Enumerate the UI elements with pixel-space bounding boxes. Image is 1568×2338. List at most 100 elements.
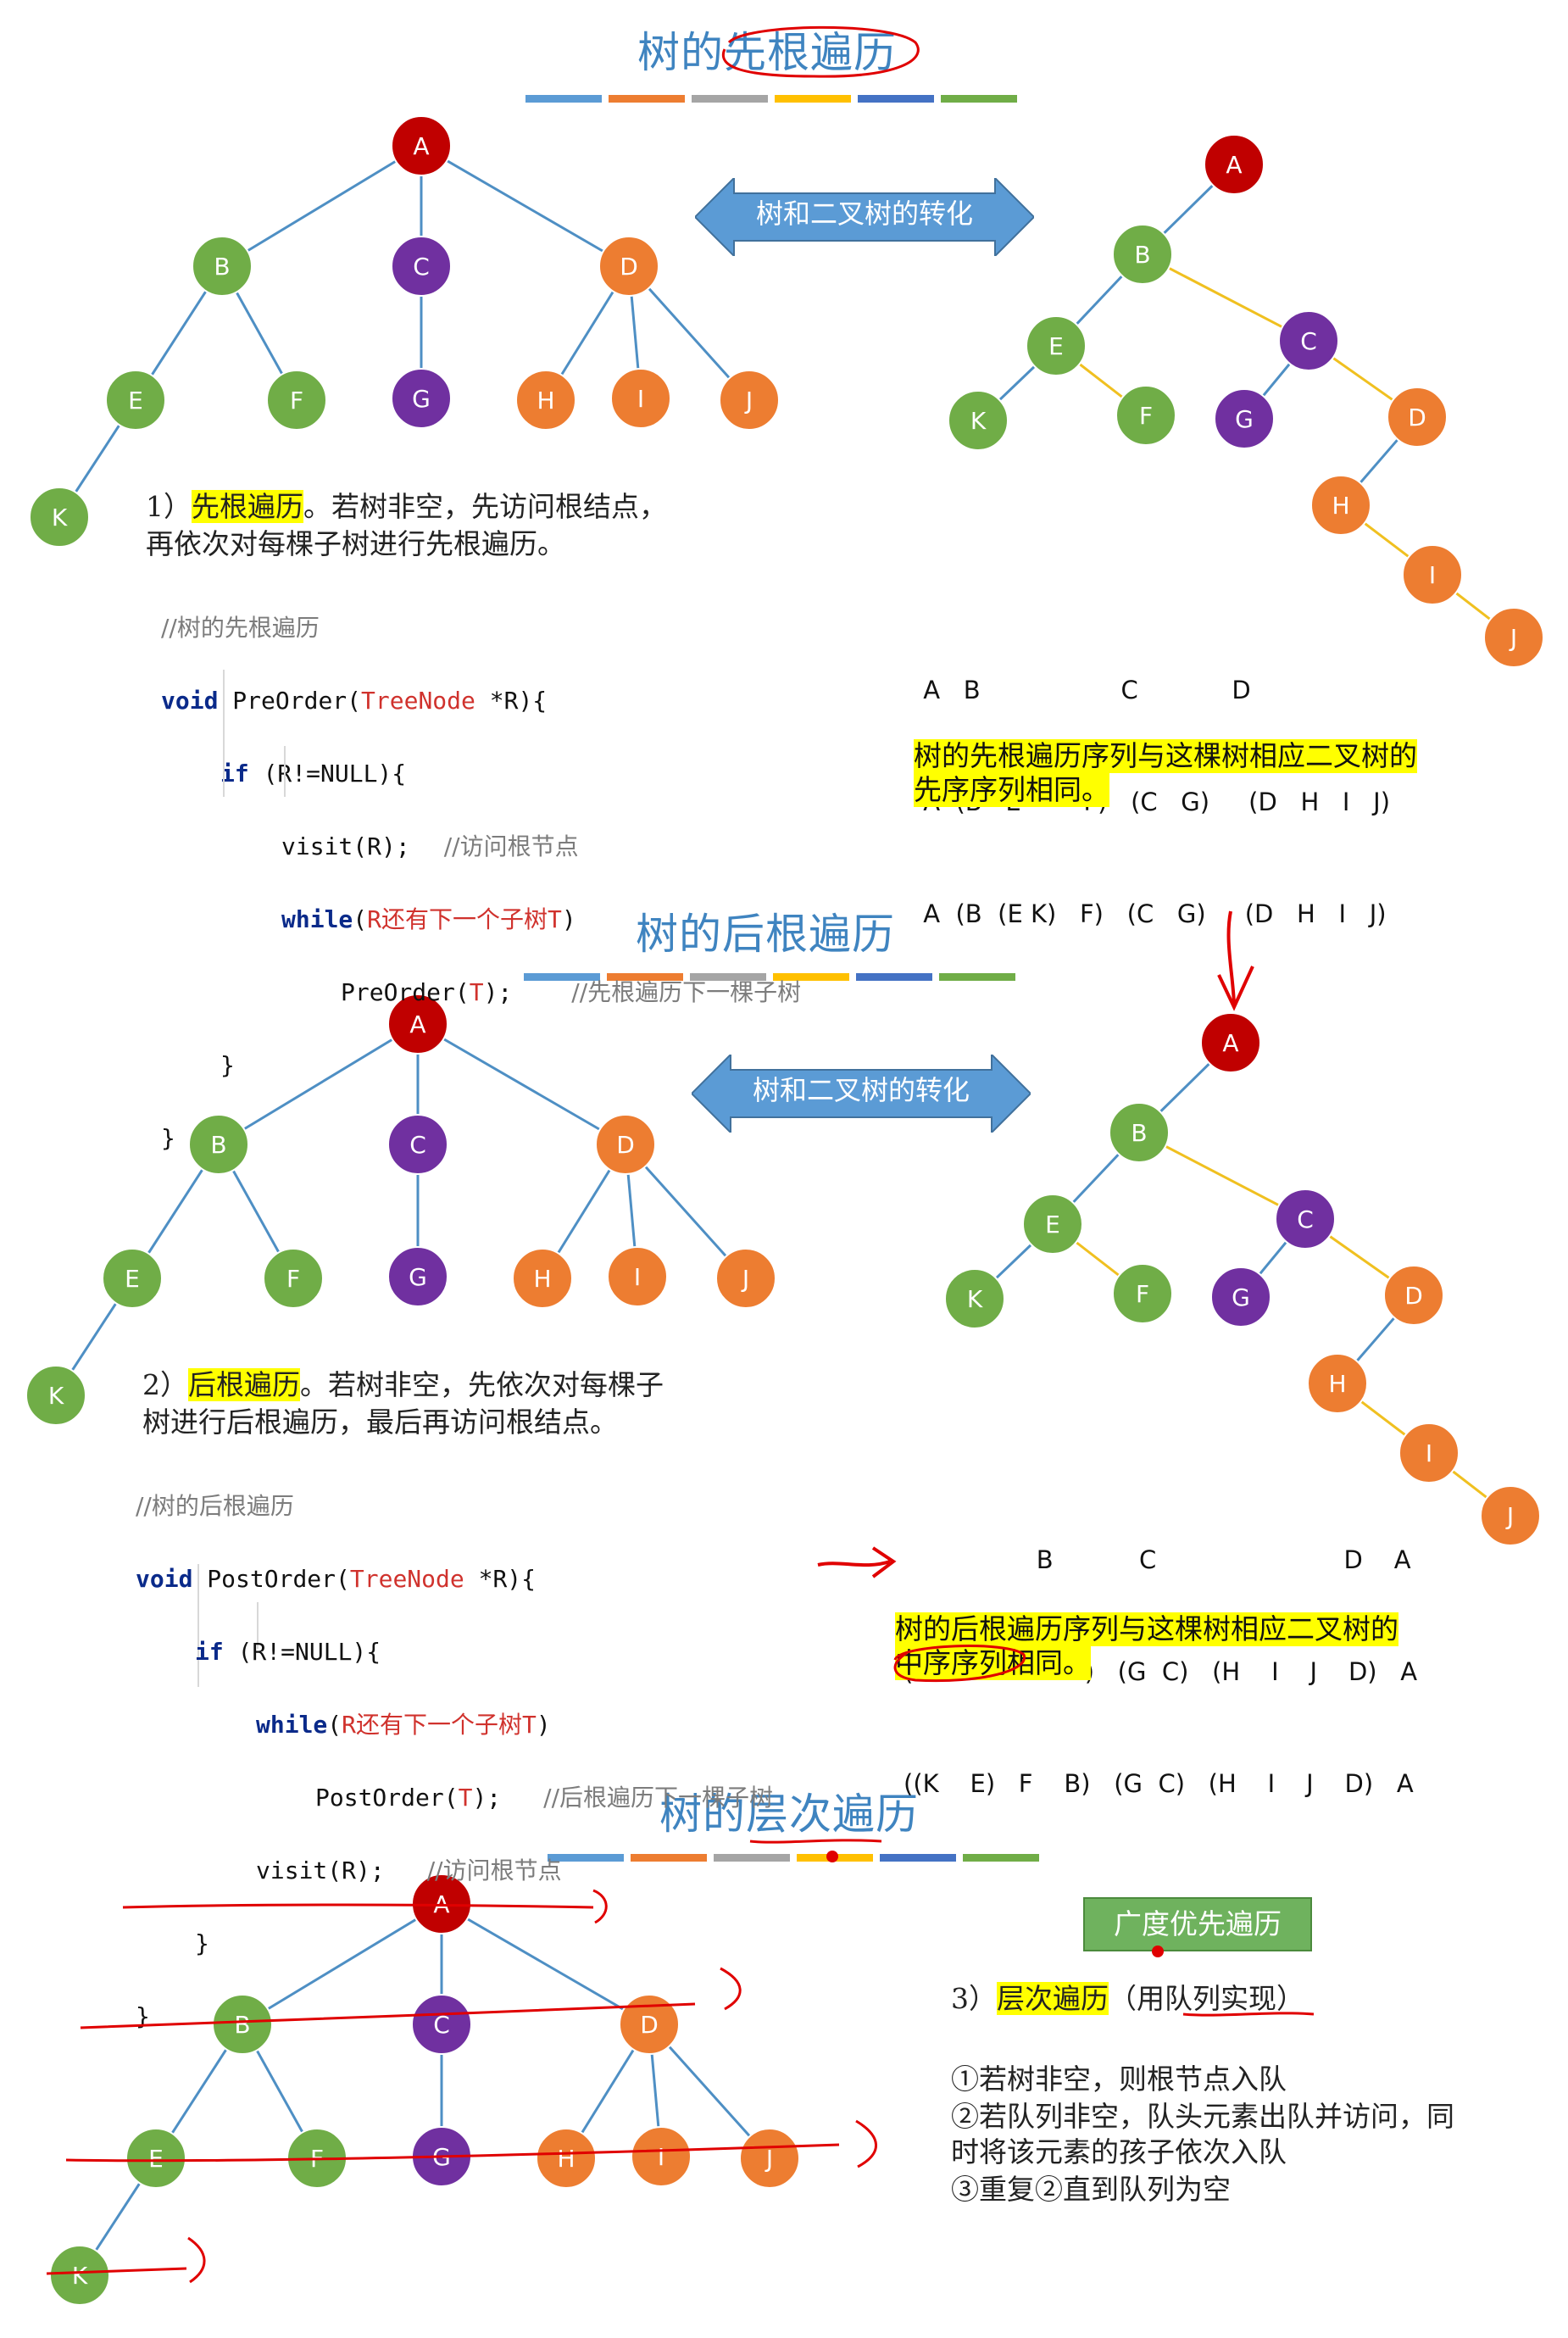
postorder-note-line2: 中序序列相同。 xyxy=(895,1646,1091,1680)
tree-node xyxy=(105,370,166,431)
tree-node xyxy=(595,1114,656,1175)
tree-node xyxy=(1278,310,1339,371)
tree-node-label: C xyxy=(1300,327,1317,355)
tree-node-label: K xyxy=(52,504,68,532)
tree-node xyxy=(1026,315,1087,376)
levelorder-step: ①若树非空，则根节点入队 xyxy=(951,2062,1287,2096)
tree-edge xyxy=(218,1022,419,1146)
tree-node-label: E xyxy=(1045,1211,1060,1239)
preorder-code: //树的先根遍历 void PreOrder(TreeNode *R){ if … xyxy=(161,614,802,1152)
tree-node xyxy=(1112,224,1173,285)
tree-node xyxy=(387,1246,448,1307)
tree-node-label: E xyxy=(1048,332,1064,360)
tree-node xyxy=(1115,385,1176,446)
postorder-note: 树的后根遍历序列与这棵树相应二叉树的 xyxy=(895,1612,1398,1646)
color-bar-segment xyxy=(963,1854,1039,1862)
tree-node xyxy=(1307,1353,1368,1414)
color-bar-segment xyxy=(690,973,766,981)
preorder-note-line2: 先序序列相同。 xyxy=(914,773,1109,807)
tree-node xyxy=(1402,544,1463,605)
levelorder-title: 树的层次遍历 xyxy=(659,1790,919,1839)
tree-node xyxy=(598,236,659,297)
tree-node xyxy=(266,370,327,431)
tree-node-label: D xyxy=(620,253,638,281)
tree-node xyxy=(1204,134,1265,195)
tree-node-label: J xyxy=(744,387,753,415)
tree-edge xyxy=(221,144,422,268)
color-bar-segment xyxy=(775,95,851,103)
tree-node xyxy=(102,1248,163,1309)
tree-node-label: D xyxy=(1404,1282,1423,1310)
tree-node-label: H xyxy=(1328,1370,1346,1398)
tree-node xyxy=(1214,388,1275,449)
color-bar-segment xyxy=(548,1854,624,1862)
tree-node xyxy=(1210,1266,1271,1328)
conversion-label-2: 树和二叉树的转化 xyxy=(752,1074,970,1106)
tree-edge xyxy=(1142,253,1309,342)
tree-node-label: A xyxy=(409,1010,425,1038)
color-bar-segment xyxy=(607,973,683,981)
tree-node-label: F xyxy=(1139,402,1153,430)
tree-node-label: A xyxy=(413,132,429,160)
tree-edge xyxy=(420,144,630,268)
tree-node xyxy=(263,1248,324,1309)
tree-node-label: I xyxy=(1426,1439,1432,1467)
tree-node-label: H xyxy=(1332,492,1349,520)
postorder-title: 树的后根遍历 xyxy=(636,910,895,959)
tree-node xyxy=(1398,1422,1460,1484)
tree-node-label: I xyxy=(637,385,644,413)
levelorder-description: 3）层次遍历（用队列实现） xyxy=(951,1982,1304,2015)
color-bar-segment xyxy=(880,1854,956,1862)
tree-node xyxy=(719,370,780,431)
levelorder-step: ②若队列非空，队头元素出队并访问，同 xyxy=(951,2100,1454,2133)
color-bar-segment xyxy=(773,973,849,981)
levelorder-term: 层次遍历 xyxy=(997,1982,1109,2015)
tree-node xyxy=(610,368,671,429)
tree-node-label: J xyxy=(1505,1502,1514,1530)
tree-node xyxy=(515,370,576,431)
tree-node-label: C xyxy=(413,253,430,281)
conversion-label-1: 树和二叉树的转化 xyxy=(755,198,973,230)
tree-node xyxy=(948,390,1009,451)
color-bar-segment xyxy=(856,973,932,981)
levelorder-step: ③重复②直到队列为空 xyxy=(951,2173,1231,2206)
tree-node-label: E xyxy=(128,387,143,415)
tree-node xyxy=(715,1248,776,1309)
tree-node-label: G xyxy=(409,1263,427,1291)
tree-node xyxy=(1483,607,1544,668)
tree-node-label: G xyxy=(1235,405,1254,433)
tree-node xyxy=(1310,475,1371,536)
preorder-term: 先根遍历 xyxy=(192,490,303,523)
sequence-line: A B C D xyxy=(915,676,1251,704)
tree-node xyxy=(1275,1188,1336,1250)
tree-node xyxy=(25,1365,86,1426)
tree-node xyxy=(391,115,452,176)
tree-node xyxy=(391,368,452,429)
tree-node xyxy=(1480,1485,1541,1546)
tree-node xyxy=(391,236,452,297)
color-bar-segment xyxy=(939,973,1015,981)
color-bar-segment xyxy=(692,95,768,103)
tree-node xyxy=(607,1246,668,1307)
postorder-code: //树的后根遍历 void PostOrder(TreeNode *R){ if… xyxy=(136,1492,774,2030)
tree-node xyxy=(1200,1012,1261,1073)
tree-node xyxy=(387,994,448,1055)
tree-node xyxy=(387,1114,448,1175)
tree-node-label: H xyxy=(537,387,554,415)
tree-node-label: I xyxy=(634,1263,641,1291)
color-bar-segment xyxy=(525,95,602,103)
tree-node xyxy=(1112,1263,1173,1324)
tree-node xyxy=(512,1248,573,1309)
tree-node-label: B xyxy=(1131,1119,1147,1147)
tree-node-label: E xyxy=(125,1265,140,1293)
tree-node-label: B xyxy=(214,253,230,281)
tree-node xyxy=(1383,1265,1444,1326)
tree-node-label: F xyxy=(1136,1280,1149,1308)
conversion-arrow-1 xyxy=(695,178,1034,256)
tree-node-label: K xyxy=(970,407,987,435)
tree-node-label: F xyxy=(290,387,303,415)
